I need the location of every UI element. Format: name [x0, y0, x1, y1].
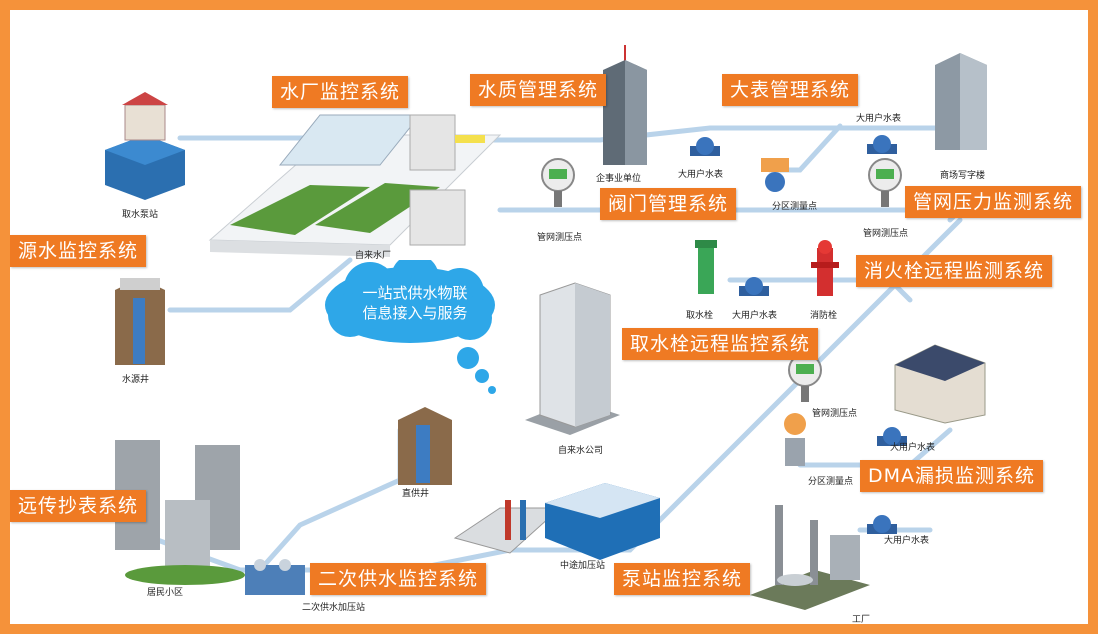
caption-pressure-point-3: 管网测压点 [812, 409, 858, 419]
caption-residential: 居民小区 [147, 588, 184, 598]
tag-intake-hydrant-system[interactable]: 取水栓远程监控系统 [622, 328, 819, 360]
tag-pump-station-system[interactable]: 泵站监控系统 [614, 563, 751, 595]
caption-fire-hydrant: 消防栓 [810, 311, 838, 321]
pressure-gauge-icon [868, 158, 902, 207]
caption-intake-hydrant: 取水栓 [686, 311, 714, 321]
caption-big-user-meter-4: 大用户水表 [890, 443, 936, 453]
water-meter-icon [867, 515, 897, 534]
flow-meter-icon [761, 158, 789, 192]
caption-mid-booster: 中途加压站 [560, 561, 606, 571]
caption-big-user-meter-1: 大用户水表 [678, 170, 724, 180]
tag-valve-system[interactable]: 阀门管理系统 [600, 188, 737, 220]
caption-booster-2nd: 二次供水加压站 [302, 603, 366, 613]
cloud-text: 一站式供水物联 信息接入与服务 [345, 283, 485, 323]
tag-water-quality-system[interactable]: 水质管理系统 [470, 74, 607, 106]
intake-hydrant-icon [695, 240, 717, 294]
enterprise-building-illustration [603, 45, 647, 165]
caption-waterworks: 自来水厂 [355, 251, 392, 261]
caption-pressure-point-2: 管网测压点 [863, 229, 909, 239]
caption-factory: 工厂 [852, 615, 871, 624]
tag-water-plant-system[interactable]: 水厂监控系统 [272, 76, 409, 108]
water-meter-icon [739, 277, 769, 296]
caption-intake-pump: 取水泵站 [122, 210, 159, 220]
tag-big-meter-system[interactable]: 大表管理系统 [722, 74, 859, 106]
water-meter-icon [877, 427, 907, 446]
secondary-booster-illustration [245, 559, 305, 595]
direct-well-illustration [398, 407, 452, 485]
caption-big-user-meter-3: 大用户水表 [732, 311, 778, 321]
caption-pressure-point-1: 管网测压点 [537, 233, 583, 243]
caption-water-company: 自来水公司 [558, 446, 604, 456]
caption-zone-meter-1: 分区测量点 [772, 202, 818, 212]
intake-pump-station-illustration [105, 92, 185, 200]
cloud-line-1: 一站式供水物联 [362, 284, 468, 302]
water-meter-icon [867, 135, 897, 154]
commercial-building-illustration [935, 53, 987, 150]
caption-enterprise: 企事业单位 [596, 174, 642, 184]
residential-illustration [115, 440, 245, 585]
caption-zone-meter-2: 分区测量点 [808, 477, 854, 487]
diagram-canvas: 一站式供水物联 信息接入与服务 [10, 10, 1088, 624]
source-well-illustration [115, 278, 165, 365]
water-plant-illustration [208, 114, 502, 257]
caption-big-user-meter-2: 大用户水表 [856, 114, 902, 124]
flow-meter-icon [784, 413, 806, 466]
mid-booster-illustration [453, 483, 660, 560]
fire-hydrant-icon [811, 240, 839, 296]
caption-direct-well: 直供井 [402, 489, 430, 499]
tag-source-water-system[interactable]: 源水监控系统 [10, 235, 147, 267]
factory-illustration [750, 505, 870, 610]
tag-pipe-pressure-system[interactable]: 管网压力监测系统 [905, 186, 1082, 218]
caption-source-well: 水源井 [122, 375, 150, 385]
pressure-gauge-icon [541, 158, 575, 207]
pressure-gauge-icon [788, 353, 822, 402]
dma-building-illustration [894, 344, 986, 424]
water-company-building-illustration [525, 282, 620, 435]
cloud-line-2: 信息接入与服务 [362, 304, 468, 322]
water-meter-icon [690, 137, 720, 156]
caption-big-user-meter-5: 大用户水表 [884, 536, 930, 546]
tag-remote-meter-system[interactable]: 远传抄表系统 [10, 490, 147, 522]
tag-hydrant-system[interactable]: 消火栓远程监测系统 [856, 255, 1053, 287]
tag-dma-system[interactable]: DMA漏损监测系统 [860, 460, 1044, 492]
caption-commercial: 商场写字楼 [940, 171, 986, 181]
tag-secondary-supply-system[interactable]: 二次供水监控系统 [310, 563, 487, 595]
cloud-icon [325, 260, 496, 394]
